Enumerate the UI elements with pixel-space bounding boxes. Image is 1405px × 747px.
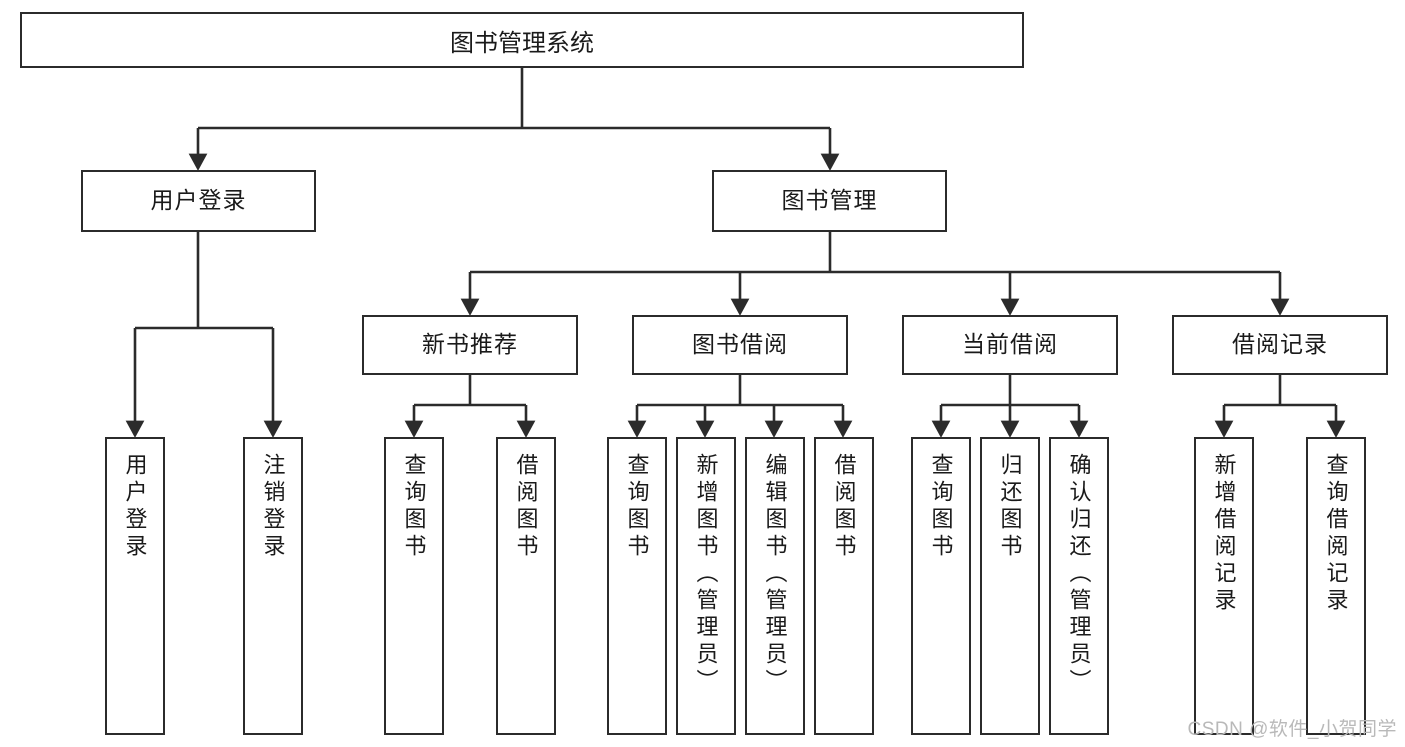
node-label: 当前借阅	[962, 331, 1058, 358]
node-borrow-record[interactable]: 借阅记录	[1172, 315, 1388, 375]
node-leaf-user-login[interactable]: 用户登录	[105, 437, 165, 735]
node-root-system[interactable]: 图书管理系统	[20, 12, 1024, 68]
node-leaf-query-book-1[interactable]: 查询图书	[384, 437, 444, 735]
node-label: 注销登录	[260, 453, 286, 561]
node-label: 图书管理	[781, 187, 878, 214]
node-leaf-query-record[interactable]: 查询借阅记录	[1306, 437, 1366, 735]
node-leaf-edit-book[interactable]: 编辑图书（管理员）	[745, 437, 805, 735]
node-leaf-query-book-3[interactable]: 查询图书	[911, 437, 971, 735]
node-label: 查询图书	[928, 453, 954, 561]
watermark-text: CSDN @软件_小贺同学	[1187, 719, 1397, 740]
node-label: 用户登录	[150, 187, 247, 214]
node-label: 新增借阅记录	[1211, 453, 1237, 615]
node-label: 借阅记录	[1232, 331, 1328, 358]
node-label: 借阅图书	[831, 453, 857, 561]
node-label: 借阅图书	[513, 453, 539, 561]
node-label: 新增图书（管理员）	[693, 453, 719, 696]
node-label: 查询借阅记录	[1323, 453, 1349, 615]
node-current-borrow[interactable]: 当前借阅	[902, 315, 1118, 375]
node-new-book-rec[interactable]: 新书推荐	[362, 315, 578, 375]
node-book-borrow[interactable]: 图书借阅	[632, 315, 848, 375]
node-label: 用户登录	[122, 453, 148, 561]
node-leaf-confirm-return[interactable]: 确认归还（管理员）	[1049, 437, 1109, 735]
node-leaf-add-book[interactable]: 新增图书（管理员）	[676, 437, 736, 735]
node-label: 归还图书	[997, 453, 1023, 561]
node-label: 图书管理系统	[450, 29, 594, 57]
node-leaf-borrow-book-2[interactable]: 借阅图书	[814, 437, 874, 735]
node-leaf-return-book[interactable]: 归还图书	[980, 437, 1040, 735]
node-leaf-borrow-book-1[interactable]: 借阅图书	[496, 437, 556, 735]
node-book-manage[interactable]: 图书管理	[712, 170, 947, 232]
node-label: 编辑图书（管理员）	[762, 453, 788, 696]
node-label: 图书借阅	[692, 331, 788, 358]
node-label: 查询图书	[624, 453, 650, 561]
node-leaf-query-book-2[interactable]: 查询图书	[607, 437, 667, 735]
node-label: 新书推荐	[422, 331, 518, 358]
node-label: 确认归还（管理员）	[1066, 453, 1092, 696]
node-label: 查询图书	[401, 453, 427, 561]
node-leaf-user-logout[interactable]: 注销登录	[243, 437, 303, 735]
node-user-login[interactable]: 用户登录	[81, 170, 316, 232]
node-leaf-add-record[interactable]: 新增借阅记录	[1194, 437, 1254, 735]
